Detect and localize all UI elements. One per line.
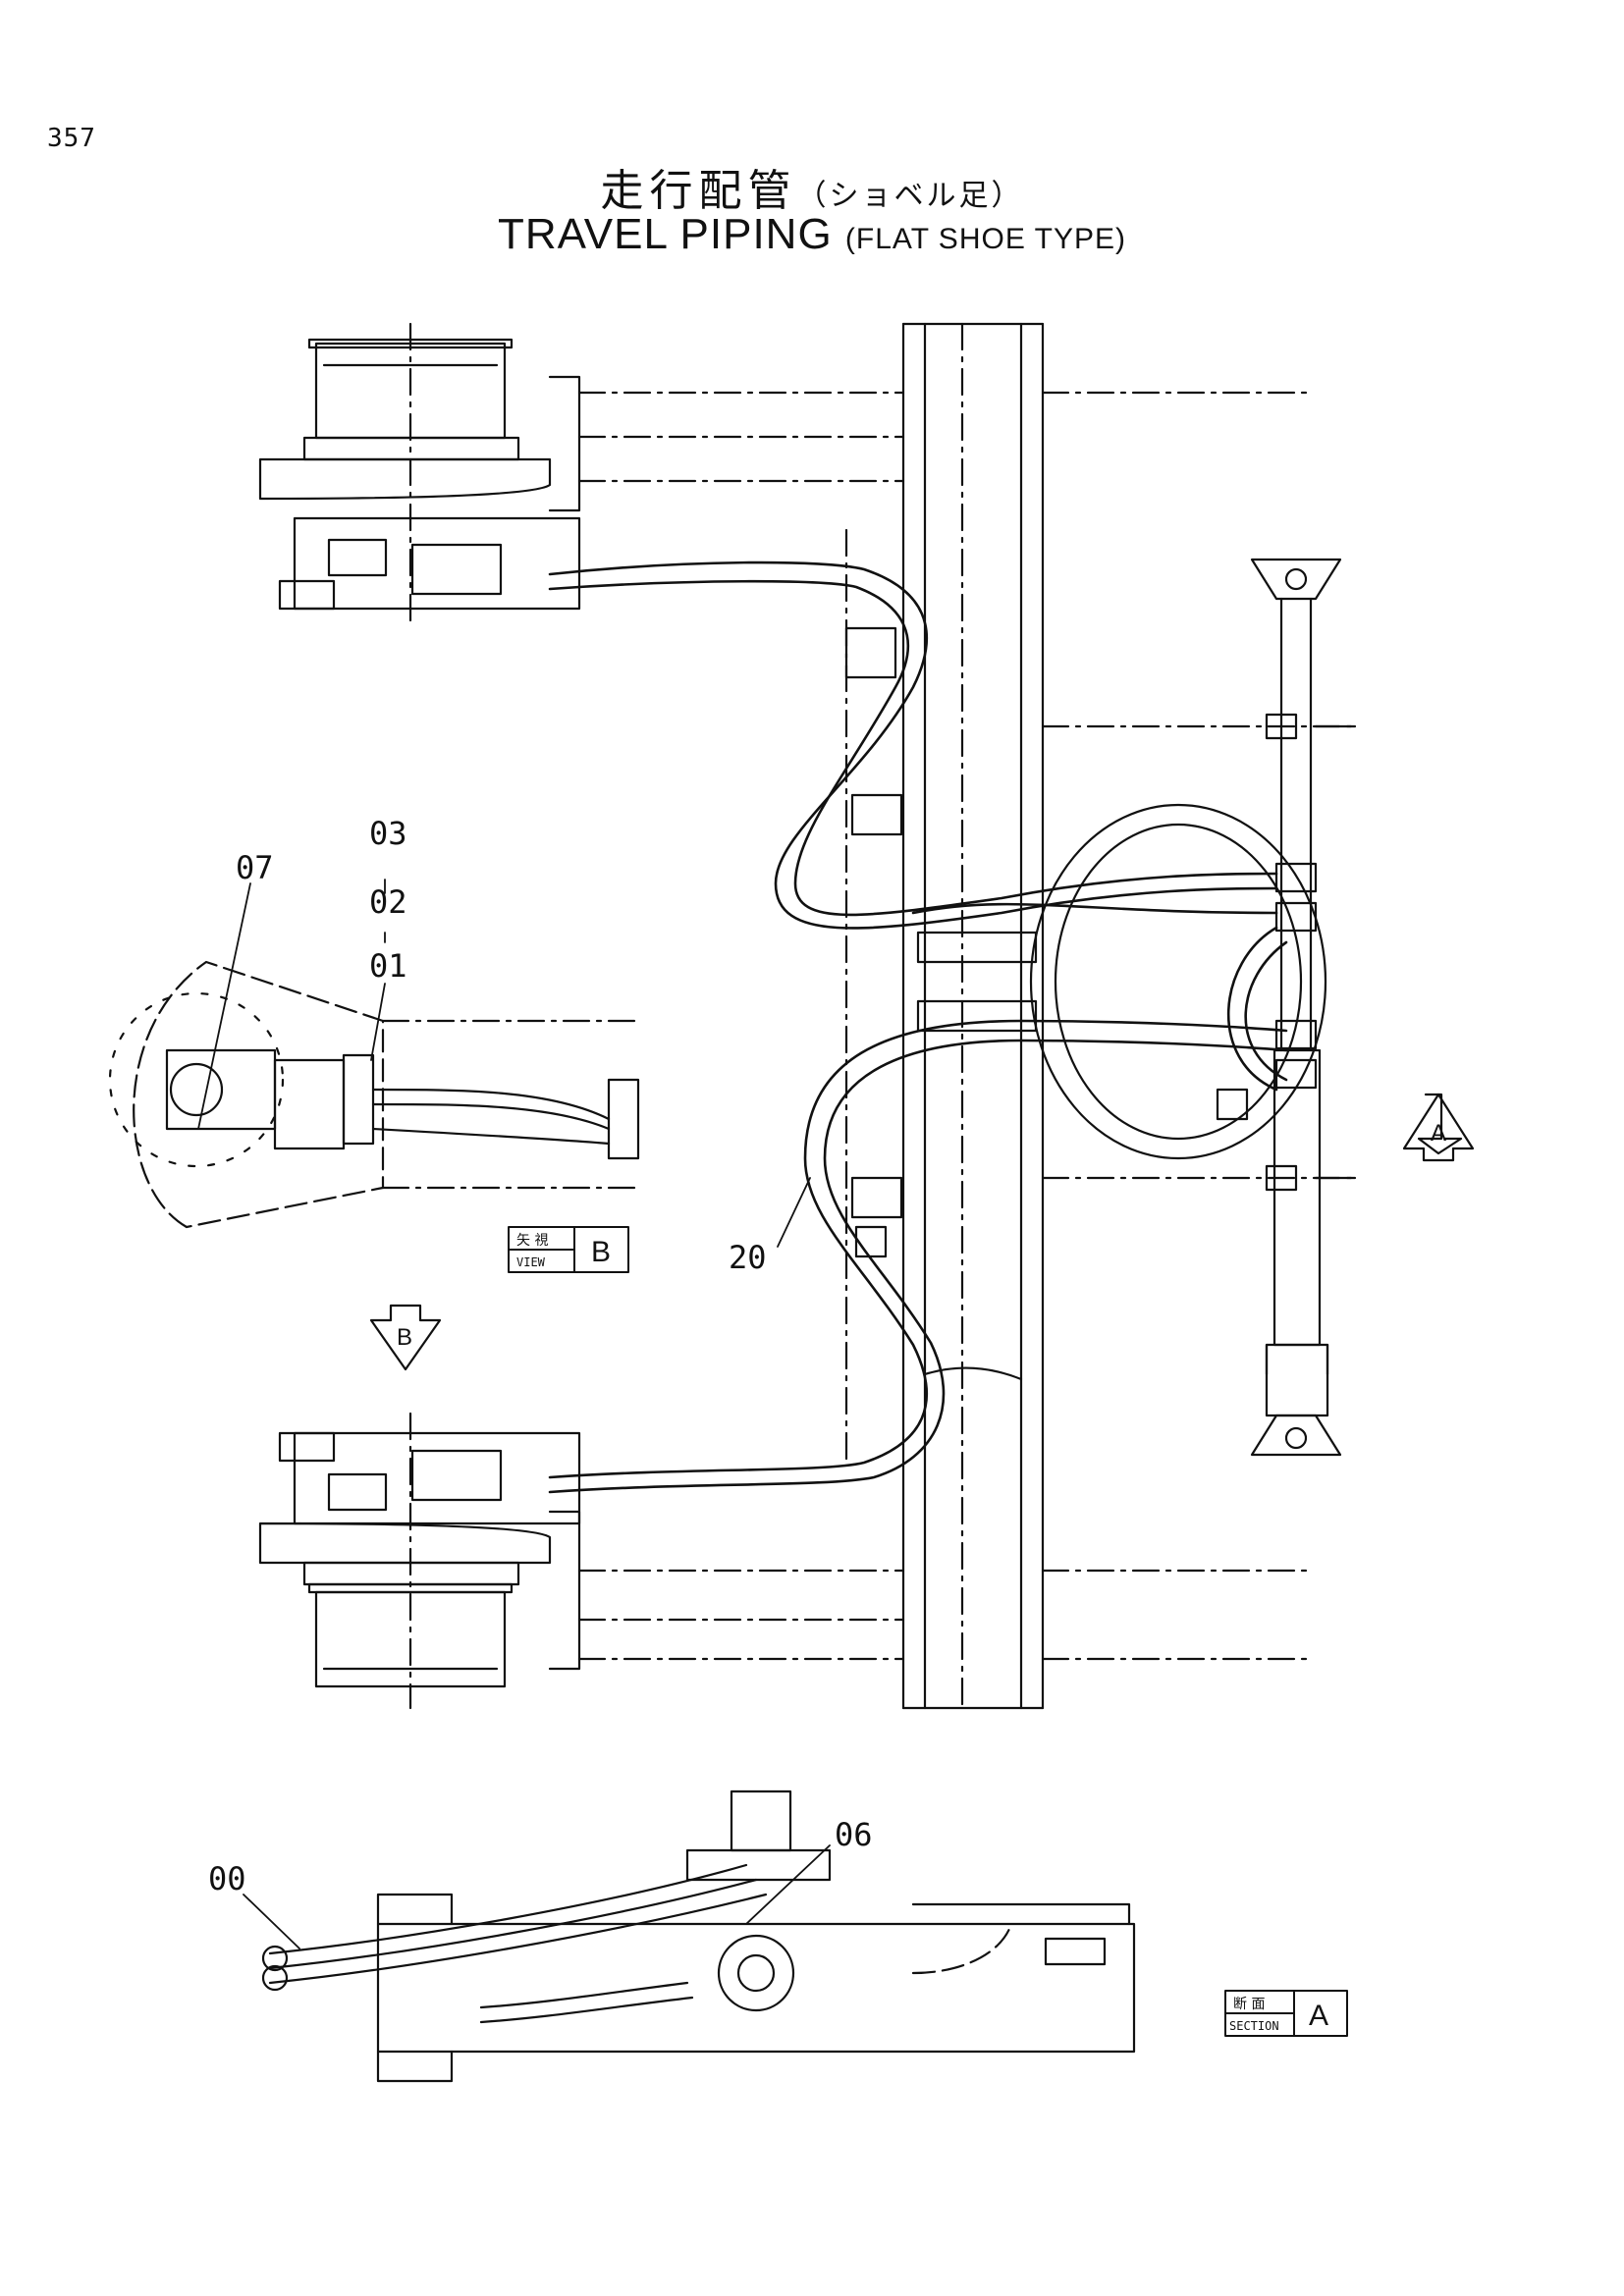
right-cylinder-assembly: [1029, 558, 1357, 1457]
view-b-detail: [108, 960, 640, 1229]
callout-01: 01: [369, 947, 407, 985]
title-japanese-sub: （ショベル足）: [796, 179, 1024, 213]
section-a-detail: [261, 1789, 1136, 2083]
view-b-label-box: [508, 1226, 629, 1273]
title-japanese: 走行配管（ショベル足）: [0, 155, 1624, 218]
lower-motor-centerlines: [408, 1412, 905, 1710]
callout-20: 20: [729, 1239, 767, 1276]
arrow-a: [1402, 1093, 1475, 1162]
title-english: TRAVEL PIPING (FLAT SHOE TYPE): [0, 210, 1624, 259]
callout-00: 00: [208, 1860, 246, 1897]
frame-centerlines: [844, 322, 1357, 1710]
view-b-centerlines: [381, 1019, 640, 1190]
callout-02: 02: [369, 883, 407, 921]
arrow-b: [369, 1304, 442, 1371]
lower-travel-motor: [258, 1431, 581, 1688]
view-b-english: VIEW: [516, 1255, 546, 1269]
lower-hose-route: [548, 926, 1288, 1494]
callout-06: 06: [835, 1816, 873, 1853]
arrow-b-letter: B: [397, 1324, 412, 1351]
view-b-letter: B: [591, 1236, 611, 1268]
section-a-letter: A: [1309, 2000, 1328, 2032]
upper-travel-motor: [258, 338, 581, 611]
arrow-a-letter: A: [1431, 1120, 1446, 1147]
section-a-english: SECTION: [1229, 2019, 1279, 2033]
leader-lines: [197, 879, 831, 1949]
right-fittings: [1216, 862, 1318, 1121]
central-frame: [844, 322, 1045, 1710]
title-english-main: TRAVEL PIPING: [498, 210, 833, 258]
callout-03: 03: [369, 815, 407, 852]
section-a-japanese: 断 面: [1233, 1997, 1265, 2012]
upper-hose-route: [548, 561, 1278, 930]
section-a-label-box: [1224, 1990, 1348, 2037]
view-b-japanese: 矢 視: [516, 1233, 548, 1249]
page-number: 357: [47, 124, 96, 153]
title-japanese-main: 走行配管: [600, 166, 797, 216]
callout-07: 07: [236, 849, 274, 886]
upper-motor-centerlines: [408, 322, 905, 630]
title-english-sub: (FLAT SHOE TYPE): [844, 223, 1126, 255]
